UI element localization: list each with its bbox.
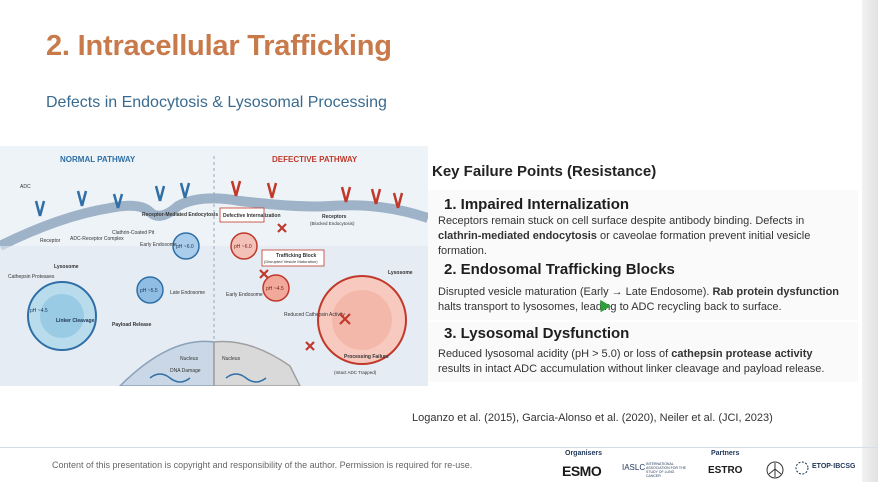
partners-label: Partners bbox=[711, 450, 740, 457]
normal-receptors bbox=[34, 182, 191, 217]
blocked-endocytosis-label: (Blocked Endocytosis) bbox=[310, 221, 355, 226]
linker-cleavage-label: Linker Cleavage bbox=[56, 318, 95, 324]
nucleus-label: Nucleus bbox=[180, 356, 199, 362]
slide-title: 2. Intracellular Trafficking bbox=[46, 30, 392, 62]
trafficking-diagram: NORMAL PATHWAY DEFECTIVE PATHWAY ADC Rec… bbox=[0, 146, 428, 386]
failure-item-3-heading: 3. Lysosomal Dysfunction bbox=[444, 325, 630, 342]
early-endosome-def-label: Early Endosome bbox=[226, 292, 263, 298]
late-endosome-label: Late Endosome bbox=[170, 290, 205, 296]
cell-membrane bbox=[0, 193, 428, 251]
normal-pathway-header: NORMAL PATHWAY bbox=[60, 155, 136, 164]
defective-receptors bbox=[230, 180, 404, 209]
failure-item-1: 1. Impaired Internalization Receptors re… bbox=[428, 190, 858, 260]
dna-damage-label: DNA Damage bbox=[170, 368, 201, 374]
failure-item-3: 3. Lysosomal Dysfunction Reduced lysosom… bbox=[428, 322, 858, 382]
estro-logo: ESTRO bbox=[708, 465, 743, 476]
failure-item-1-text: Receptors remain stuck on cell surface d… bbox=[438, 215, 811, 257]
clathrin-pit-label: Clathrin-Coated Pit bbox=[112, 230, 155, 236]
receptors-blocked-label: Receptors bbox=[322, 214, 347, 220]
adc-label: ADC bbox=[20, 184, 31, 190]
ph-60-def-label: pH ~6.0 bbox=[234, 244, 252, 250]
etop-ibcsg-logo: ETOP·IBCSG bbox=[812, 463, 856, 470]
trafficking-block-label: Trafficking Block bbox=[276, 253, 317, 259]
failure-item-1-heading: 1. Impaired Internalization bbox=[444, 196, 630, 213]
footer-copyright: Content of this presentation is copyrigh… bbox=[52, 460, 473, 470]
late-endosome bbox=[136, 276, 164, 304]
reduced-cathepsin-label: Reduced Cathepsin Activity bbox=[284, 312, 345, 318]
footer-divider bbox=[0, 447, 878, 448]
organisers-label: Organisers bbox=[565, 450, 602, 457]
iaslc-logo: IASLC bbox=[622, 463, 646, 472]
slide-subtitle: Defects in Endocytosis & Lysosomal Proce… bbox=[46, 94, 387, 111]
cathepsin-proteases-label: Cathepsin Proteases bbox=[8, 274, 55, 280]
early-endosome bbox=[172, 232, 200, 260]
receptor-mediated-endocytosis-label: Receptor-Mediated Endocytosis bbox=[142, 212, 218, 218]
processing-failure-label: Processing Failure bbox=[344, 354, 389, 360]
nucleus-def-label: Nucleus bbox=[222, 356, 241, 362]
partner-emblem-icon bbox=[766, 461, 784, 479]
payload-release-label: Payload Release bbox=[112, 322, 152, 328]
ph-45-label: pH ~4.5 bbox=[30, 308, 48, 314]
ph-55-label: pH ~5.5 bbox=[140, 288, 158, 294]
failure-item-3-text: Reduced lysosomal acidity (pH > 5.0) or … bbox=[438, 348, 825, 375]
adc-receptor-complex-label: ADC-Receptor Complex bbox=[70, 236, 124, 242]
references: Loganzo et al. (2015), Garcia-Alonso et … bbox=[412, 412, 773, 424]
slide-edge-shadow bbox=[862, 0, 878, 482]
defective-pathway-header: DEFECTIVE PATHWAY bbox=[272, 155, 358, 164]
failure-item-2-heading: 2. Endosomal Trafficking Blocks bbox=[444, 261, 675, 278]
iaslc-logo-subtitle: INTERNATIONAL ASSOCIATION FOR THE STUDY … bbox=[646, 462, 686, 478]
esmo-logo: ESMO bbox=[562, 463, 602, 479]
disrupted-vesicle-label: (Disrupted Vesicle Maturation) bbox=[264, 259, 318, 264]
defective-early-endosome bbox=[230, 232, 258, 260]
etop-star-icon bbox=[795, 461, 809, 475]
lysosome-def-label: Lysosome bbox=[388, 270, 413, 276]
failure-item-2-text: Disrupted vesicle maturation (Early → La… bbox=[438, 286, 840, 313]
intact-adc-trapped-label: (Intact ADC Trapped) bbox=[334, 370, 377, 375]
defective-late-endosome bbox=[262, 274, 290, 302]
key-failure-points-title: Key Failure Points (Resistance) bbox=[432, 163, 657, 180]
nucleus-defective bbox=[213, 340, 301, 386]
ph-6-label: pH ~6.0 bbox=[176, 244, 194, 250]
defective-internalization-label: Defective Internalization bbox=[223, 213, 281, 219]
ph-45-def-label: pH ~4.5 bbox=[266, 286, 284, 292]
failure-x-marks bbox=[259, 223, 351, 351]
early-endosome-label: Early Endosome bbox=[140, 242, 177, 248]
failure-item-2: 2. Endosomal Trafficking Blocks Disrupte… bbox=[428, 258, 858, 320]
key-failure-points-panel: Key Failure Points (Resistance) 1. Impai… bbox=[428, 160, 862, 385]
receptor-label: Receptor bbox=[40, 238, 61, 244]
lysosome-label: Lysosome bbox=[54, 264, 79, 270]
